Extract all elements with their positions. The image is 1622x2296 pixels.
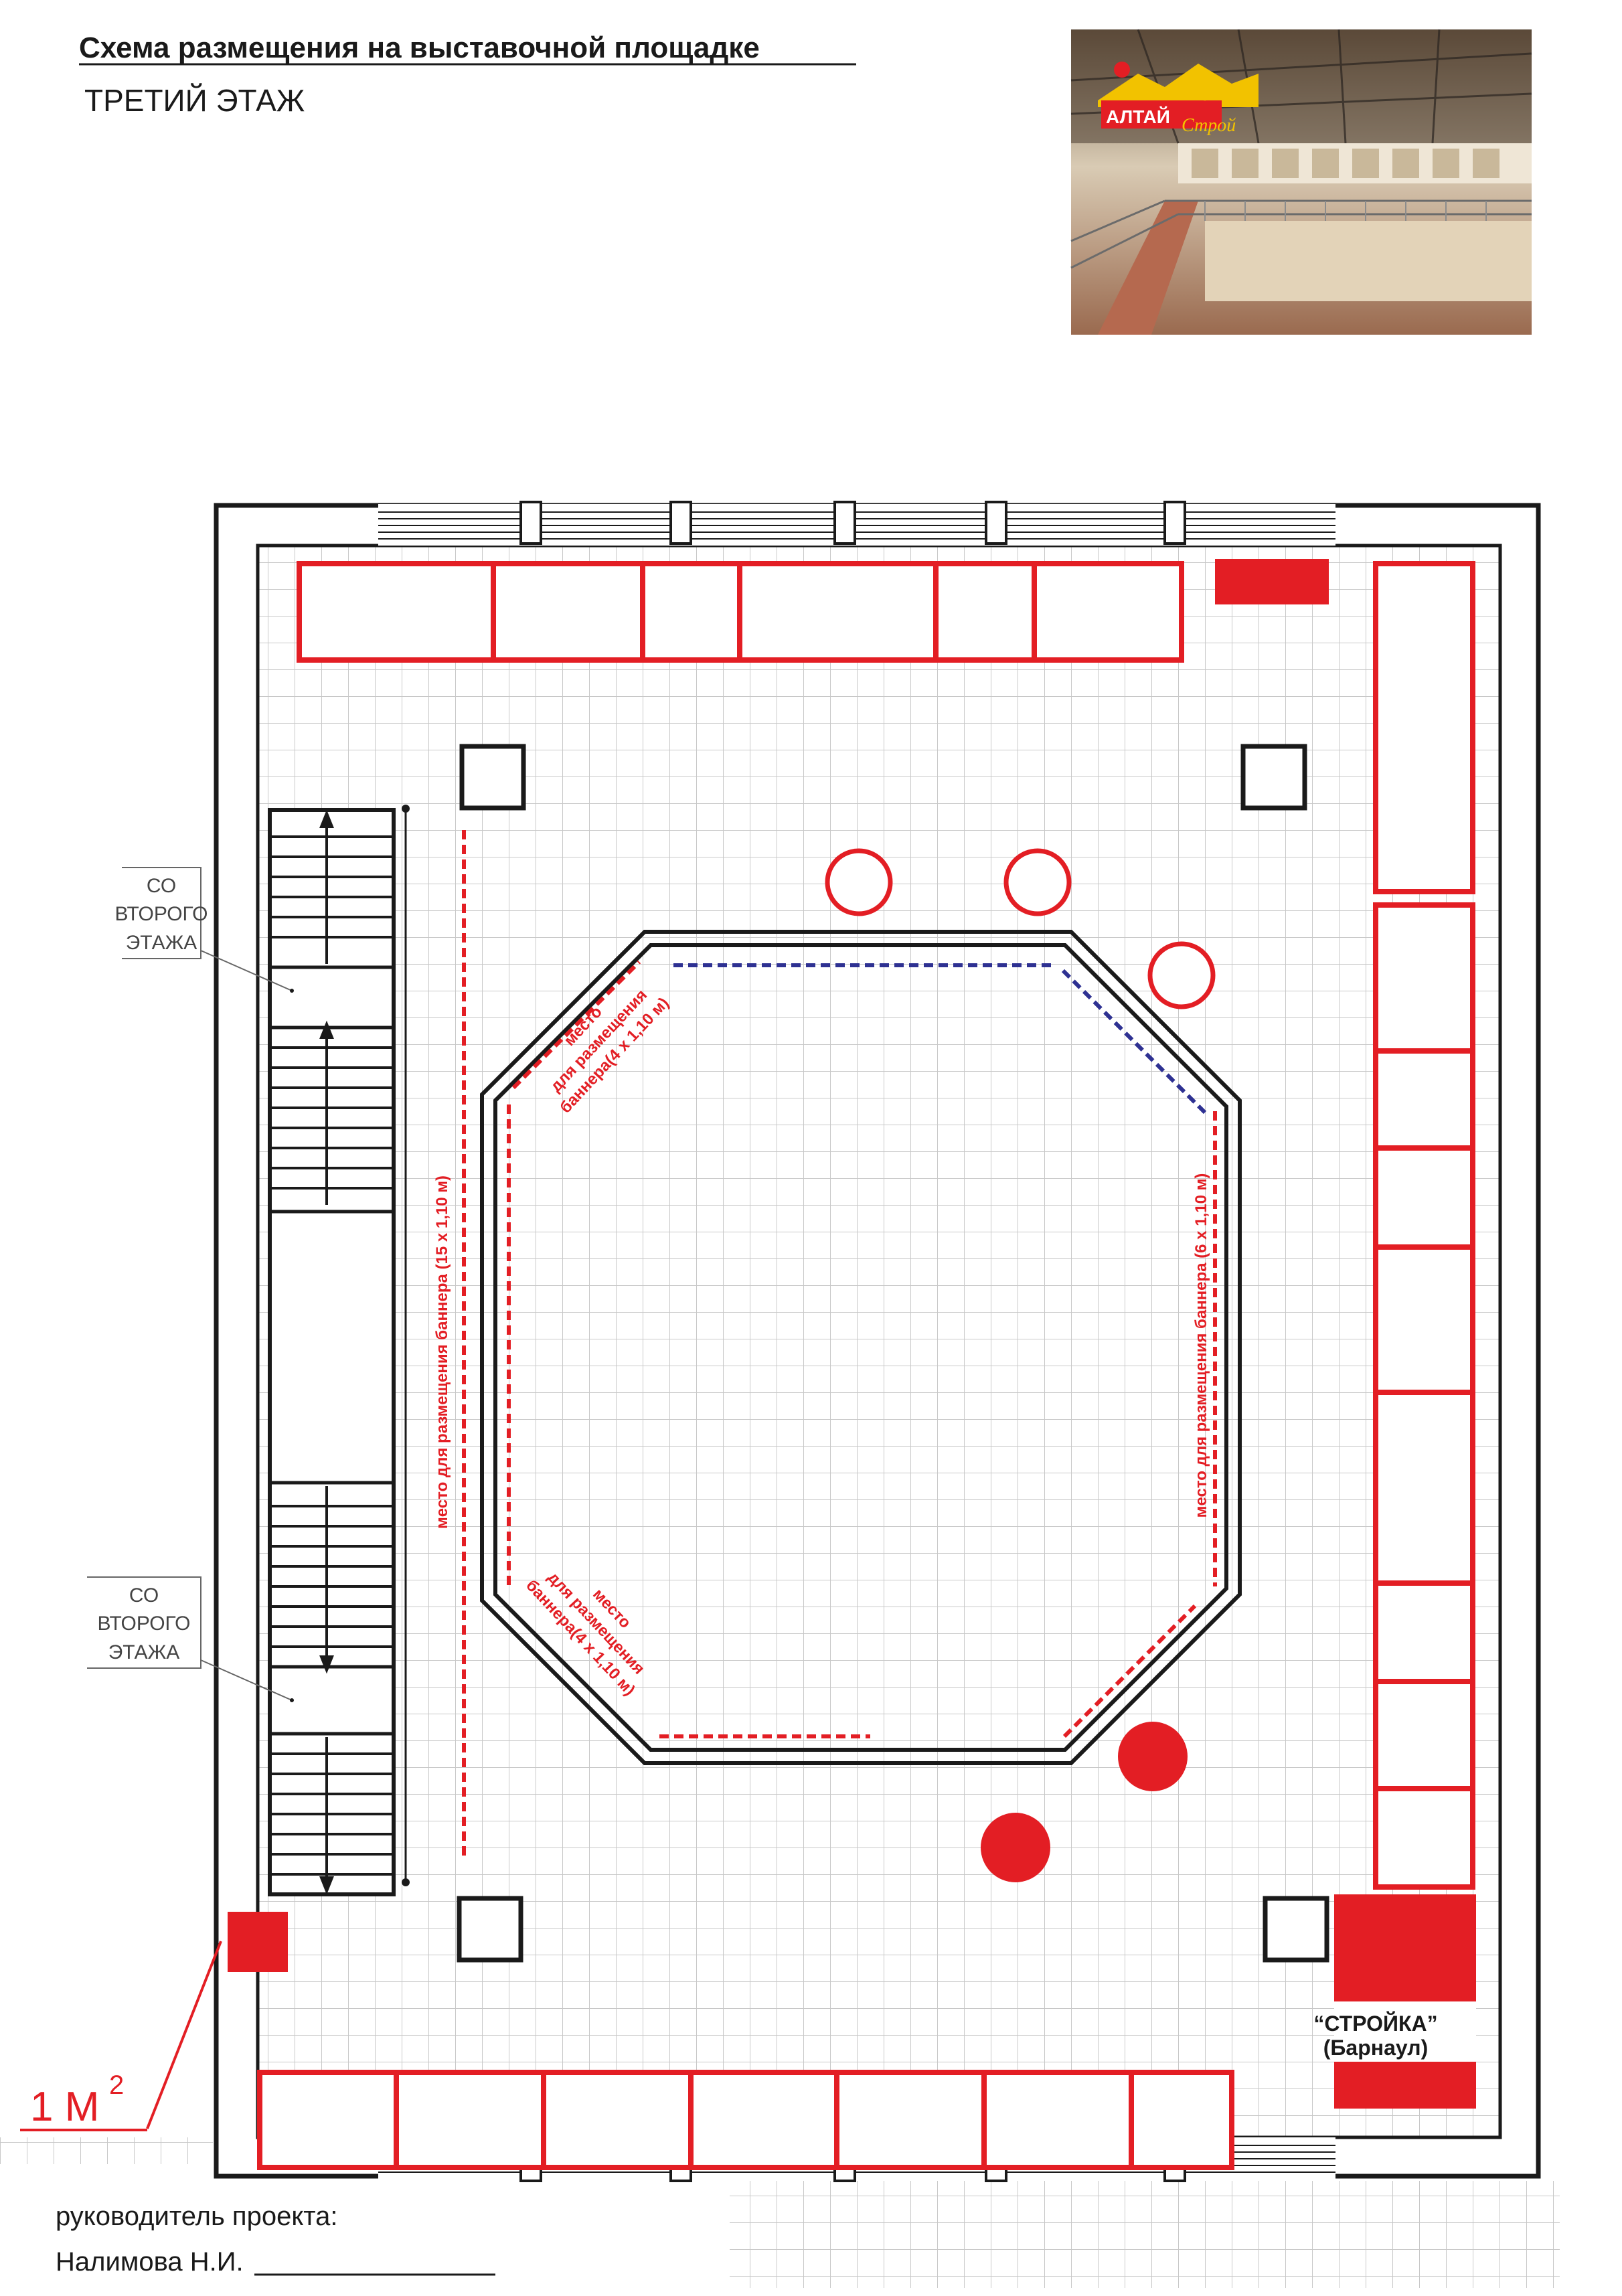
atrium-red-banners [507,960,1217,1738]
floor-label: ТРЕТИЙ ЭТАЖ [84,83,305,118]
bottom-booth-dividers [394,2072,1134,2167]
round-stands-filled [981,1722,1188,1882]
floor-grid [258,546,1500,2137]
stair-label-upper-line2: ВТОРОГО [115,903,208,925]
stair-label-lower: СО ВТОРОГО ЭТАЖА [87,1576,294,1702]
altai-stroy-logo: АЛТАЙ 2011 Строй [1098,62,1259,136]
right-booth-dividers [1376,1048,1473,1791]
banner-left-label: место для размещения баннера (15 х 1,10 … [433,1175,451,1529]
stair-label-upper: СО ВТОРОГО ЭТАЖА [115,867,294,993]
plan-title: Схема размещения на выставочной площадке [79,31,760,64]
bottom-booth-row [257,2070,1234,2170]
round-stands-outline [825,848,1216,1009]
stroyka-booth: “СТРОЙКА” (Барнаул) [1313,1894,1476,2109]
booth-city: (Барнаул) [1323,2036,1428,2060]
exterior-grid-bottom [730,2181,1560,2288]
booth-name: “СТРОЙКА” [1313,2012,1437,2036]
right-booth-column [1373,561,1475,1890]
footer-role: руководитель проекта: [56,2202,338,2231]
stair-label-upper-line3: ЭТАЖА [126,932,197,954]
staircase [268,805,410,1896]
logo-suffix: Строй [1182,115,1236,136]
top-windows [378,501,1335,546]
banner-right-label: место для размещения баннера (6 х 1,10 м… [1192,1173,1210,1518]
scale-marker: 1 М 2 [20,1912,288,2131]
footer-name: Налимова Н.И. [56,2247,244,2277]
logo-year: 2011 [1188,83,1232,105]
building-columns [457,744,1329,1963]
top-booth-dividers [491,564,1037,660]
stair-arrows [319,809,334,1895]
scale-label: 1 М [30,2084,99,2130]
stair-label-lower-line2: ВТОРОГО [98,1613,191,1635]
stair-label-lower-line1: СО [129,1584,159,1607]
atrium-octagon [480,930,1242,1765]
event-logo-photo: АЛТАЙ 2011 Строй [1070,29,1532,335]
stair-label-upper-line1: СО [147,875,176,897]
banner-blue-diagonal [1061,969,1207,1115]
one-square-meter-sample [228,1912,288,1972]
scale-superscript: 2 [109,2070,124,2100]
logo-brand: АЛТАЙ [1106,106,1170,127]
stair-label-lower-line3: ЭТАЖА [108,1641,180,1663]
exterior-grid-left [0,2137,214,2164]
top-right-booth-filled [1215,559,1329,604]
